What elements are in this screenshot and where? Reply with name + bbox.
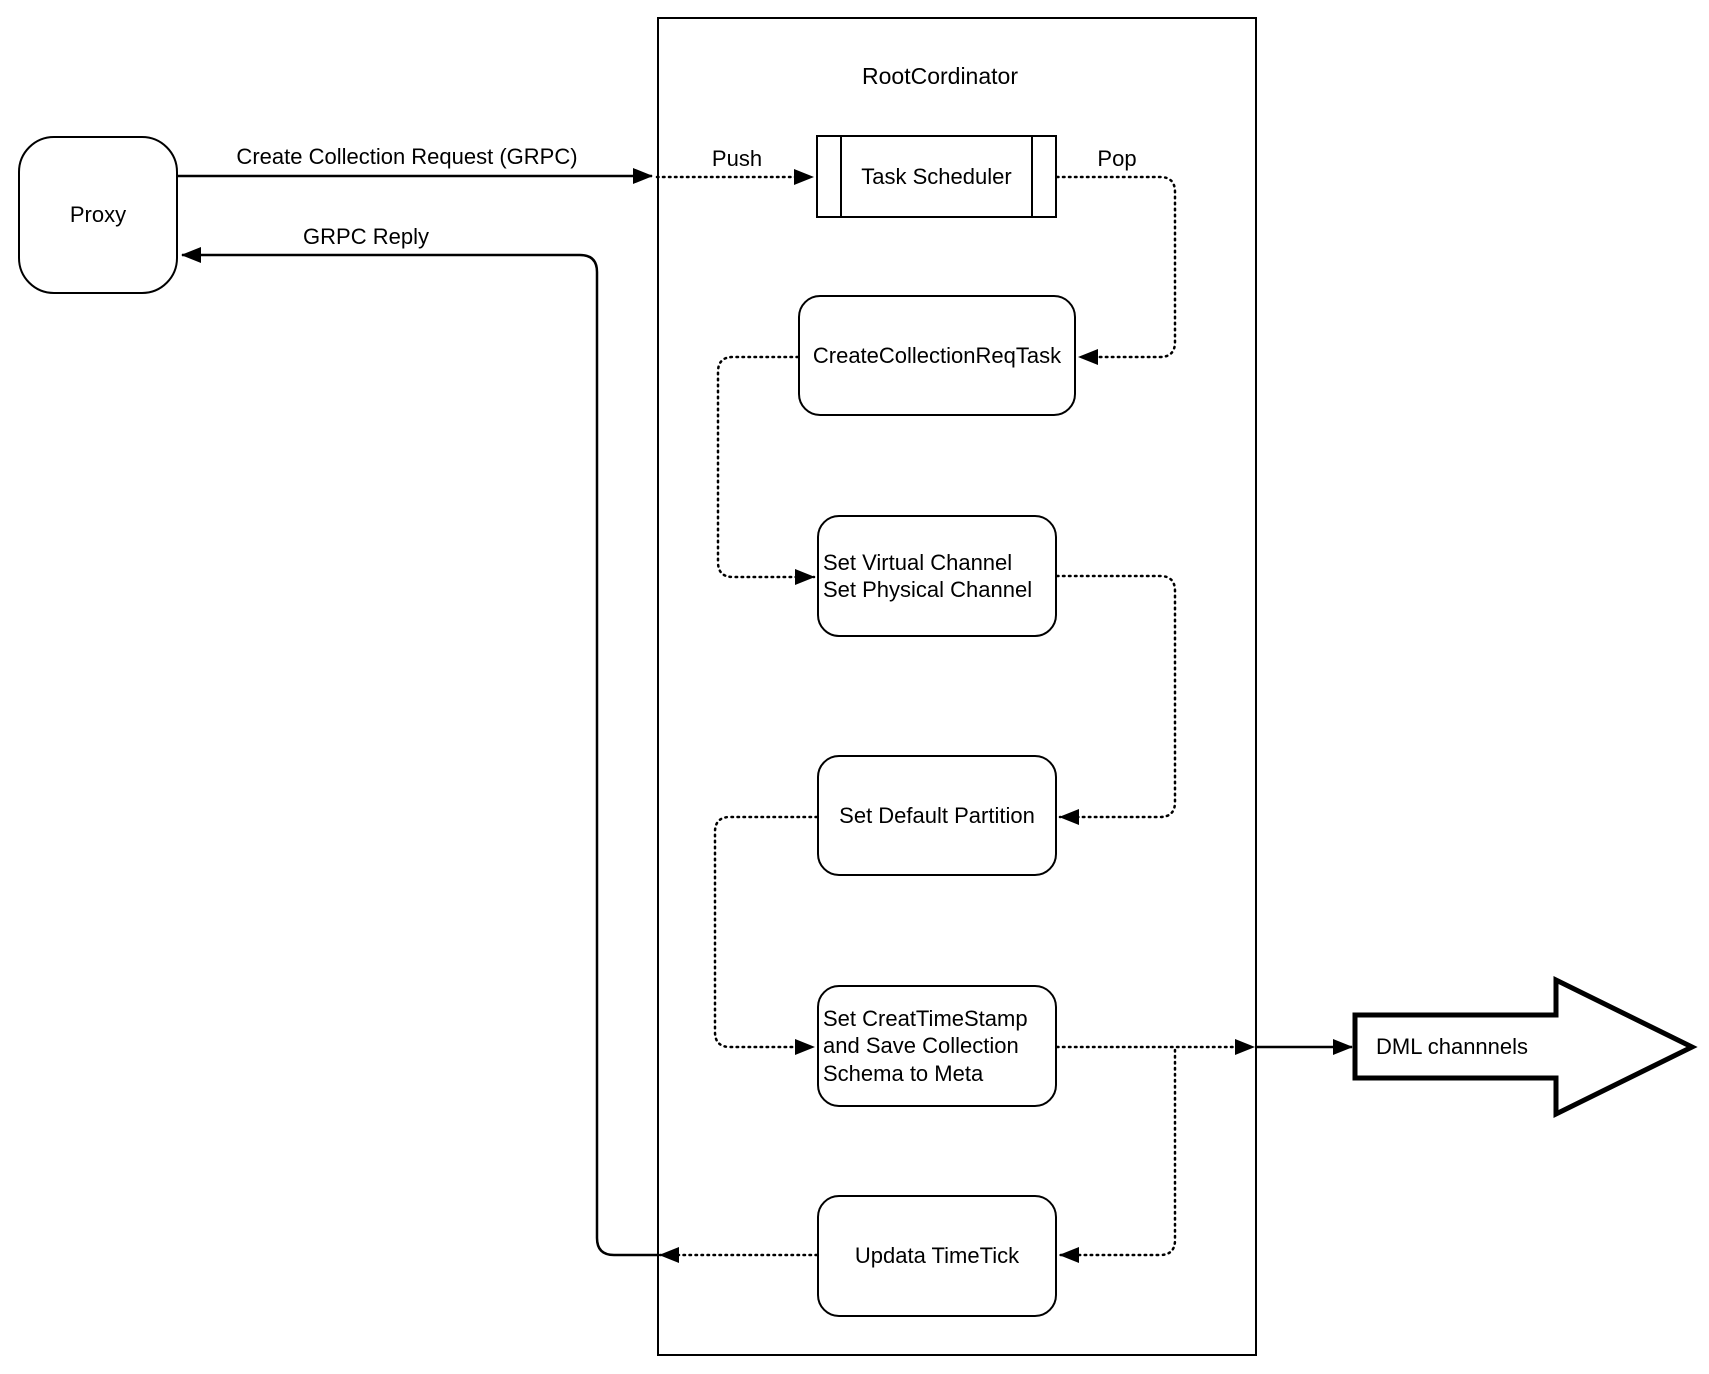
node-updata-timetick-label: Updata TimeTick	[854, 1243, 1020, 1269]
dml-channels-label: DML channnels	[1375, 1034, 1529, 1059]
edge-sdp-to-scts	[713, 815, 819, 1055]
edge-svc-to-sdp	[1055, 574, 1177, 825]
node-task-scheduler: Task Scheduler	[816, 135, 1057, 218]
set-creat-timestamp-line2: and Save Collection	[823, 1033, 1019, 1059]
node-create-collection-req-task-label: CreateCollectionReqTask	[812, 342, 1062, 368]
edge-label-grpc-reply: GRPC Reply	[303, 224, 429, 249]
task-scheduler-left-bar	[840, 137, 842, 216]
node-create-collection-req-task: CreateCollectionReqTask	[798, 295, 1076, 416]
node-updata-timetick: Updata TimeTick	[817, 1195, 1057, 1317]
rootcordinator-container	[657, 17, 1257, 1356]
edge-pop	[1055, 175, 1177, 365]
edge-label-create-collection-request: Create Collection Request (GRPC)	[236, 144, 578, 169]
rootcordinator-title: RootCordinator	[862, 63, 1018, 89]
edge-label-push: Push	[711, 146, 763, 171]
set-creat-timestamp-line1: Set CreatTimeStamp	[823, 1005, 1028, 1031]
node-set-default-partition: Set Default Partition	[817, 755, 1057, 876]
node-set-creat-timestamp-label: Set CreatTimeStamp and Save Collection S…	[823, 1005, 1028, 1088]
node-set-creat-timestamp: Set CreatTimeStamp and Save Collection S…	[817, 985, 1057, 1107]
node-proxy-label: Proxy	[69, 202, 127, 228]
node-set-default-partition-label: Set Default Partition	[839, 802, 1035, 828]
set-virtual-channel-line2: Set Physical Channel	[823, 577, 1033, 602]
node-task-scheduler-label: Task Scheduler	[861, 163, 1012, 189]
edge-ccrt-to-svc	[716, 355, 816, 585]
node-proxy: Proxy	[18, 136, 178, 294]
task-scheduler-right-bar	[1031, 137, 1033, 216]
edge-grpc-reply	[181, 247, 657, 1257]
set-creat-timestamp-line3: Schema to Meta	[823, 1060, 984, 1086]
node-set-virtual-channel-label: Set Virtual Channel Set Physical Channel	[823, 549, 1032, 604]
set-virtual-channel-line1: Set Virtual Channel	[823, 549, 1013, 575]
edge-label-pop: Pop	[1097, 146, 1137, 171]
dml-channels-arrow-shape	[1352, 975, 1698, 1119]
node-set-virtual-channel: Set Virtual Channel Set Physical Channel	[817, 515, 1057, 637]
